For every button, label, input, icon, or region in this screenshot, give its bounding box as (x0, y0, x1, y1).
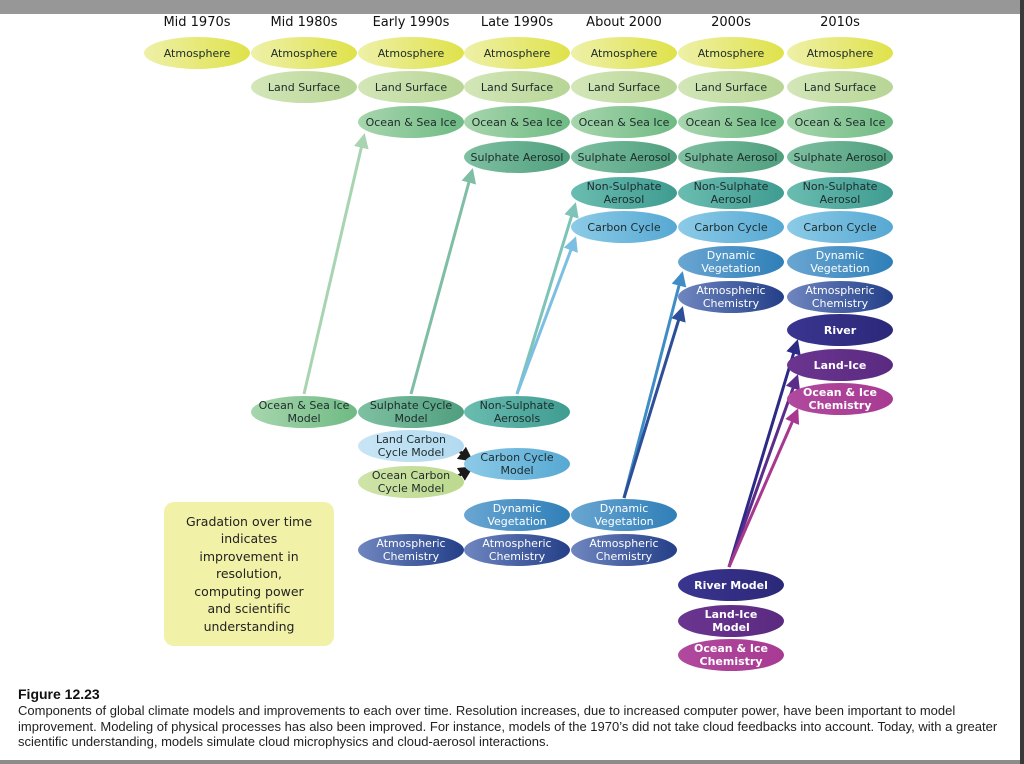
model-m-veg-2000: Dynamic Vegetation (571, 499, 677, 531)
component-nonsulph-2000s: Non-Sulphate Aerosol (678, 177, 784, 209)
model-m-chem-e1990: Atmospheric Chemistry (358, 534, 464, 566)
arrow-m-sulph-to-sulph-l1990 (409, 168, 477, 395)
model-m-ocean: Ocean & Sea Ice Model (251, 396, 357, 428)
column-header: About 2000 (586, 15, 662, 30)
component-ocean-2000: Ocean & Sea Ice (571, 106, 677, 138)
component-land-1980: Land Surface (251, 71, 357, 103)
component-nonsulph-2000: Non-Sulphate Aerosol (571, 177, 677, 209)
component-chem-2000s: Atmospheric Chemistry (678, 281, 784, 313)
component-carbon-2010s: Carbon Cycle (787, 211, 893, 243)
component-atm-2000s: Atmosphere (678, 37, 784, 69)
arrow-m-nonsulph-to-nonsulph-2000 (515, 202, 579, 395)
window-bottom-bar (0, 760, 1020, 764)
model-m-carbon: Carbon Cycle Model (464, 448, 570, 480)
figure-caption: Components of global climate models and … (18, 703, 998, 749)
component-carbon-2000: Carbon Cycle (571, 211, 677, 243)
component-veg-2000s: Dynamic Vegetation (678, 246, 784, 278)
model-m-chem-2000: Atmospheric Chemistry (571, 534, 677, 566)
component-atm-e1990: Atmosphere (358, 37, 464, 69)
component-land-l1990: Land Surface (464, 71, 570, 103)
component-sulph-2000s: Sulphate Aerosol (678, 141, 784, 173)
column-header: 2000s (711, 15, 751, 30)
component-sulph-l1990: Sulphate Aerosol (464, 141, 570, 173)
component-veg-2010s: Dynamic Vegetation (787, 246, 893, 278)
component-chem-2010s: Atmospheric Chemistry (787, 281, 893, 313)
column-header: Mid 1970s (163, 15, 231, 30)
component-land-2010s: Land Surface (787, 71, 893, 103)
component-atm-2010s: Atmosphere (787, 37, 893, 69)
window-top-bar (0, 0, 1020, 14)
model-m-oceancarbon: Ocean Carbon Cycle Model (358, 466, 464, 498)
model-m-chem-l1990: Atmospheric Chemistry (464, 534, 570, 566)
component-nonsulph-2010s: Non-Sulphate Aerosol (787, 177, 893, 209)
gradation-note: Gradation over time indicates improvemen… (164, 502, 334, 646)
component-atm-1980: Atmosphere (251, 37, 357, 69)
component-land-e1990: Land Surface (358, 71, 464, 103)
model-m-oceanicechem: Ocean & Ice Chemistry (678, 639, 784, 671)
component-land-2000: Land Surface (571, 71, 677, 103)
model-m-river: River Model (678, 569, 784, 601)
arrow-m-ocean-to-ocean-e1990 (302, 133, 369, 395)
component-atm-1970: Atmosphere (144, 37, 250, 69)
arrow-m-river-to-oceanicechem-2010s (727, 408, 800, 568)
component-atm-2000: Atmosphere (571, 37, 677, 69)
component-land-2000s: Land Surface (678, 71, 784, 103)
component-sulph-2000: Sulphate Aerosol (571, 141, 677, 173)
column-header: Mid 1980s (270, 15, 338, 30)
arrow-m-nonsulph-to-carbon-2000 (515, 236, 578, 395)
window-right-edge (1020, 0, 1024, 764)
figure-title: Figure 12.23 (18, 686, 100, 702)
component-atm-l1990: Atmosphere (464, 37, 570, 69)
model-m-veg-l1990: Dynamic Vegetation (464, 499, 570, 531)
component-sulph-2010s: Sulphate Aerosol (787, 141, 893, 173)
arrow-m-river-to-landice-2010s (727, 374, 801, 568)
model-m-sulph: Sulphate Cycle Model (358, 396, 464, 428)
component-carbon-2000s: Carbon Cycle (678, 211, 784, 243)
model-m-nonsulph: Non-Sulphate Aerosols (464, 396, 570, 428)
component-river-2010s: River (787, 314, 893, 346)
component-landice-2010s: Land-Ice (787, 349, 893, 381)
component-oceanicechem-2010s: Ocean & Ice Chemistry (787, 383, 893, 415)
component-ocean-2010s: Ocean & Sea Ice (787, 106, 893, 138)
component-ocean-l1990: Ocean & Sea Ice (464, 106, 570, 138)
arrow-m-veg-2000-to-chem-2000s (622, 306, 686, 499)
component-ocean-2000s: Ocean & Sea Ice (678, 106, 784, 138)
component-ocean-e1990: Ocean & Sea Ice (358, 106, 464, 138)
column-header: 2010s (820, 15, 860, 30)
column-header: Early 1990s (372, 15, 450, 30)
column-header: Late 1990s (480, 15, 554, 30)
model-m-landcarbon: Land Carbon Cycle Model (358, 430, 464, 462)
arrow-m-river-to-river-2010s (727, 339, 801, 568)
model-m-landice: Land-Ice Model (678, 605, 784, 637)
arrow-m-veg-2000-to-veg-2000s (622, 271, 687, 499)
